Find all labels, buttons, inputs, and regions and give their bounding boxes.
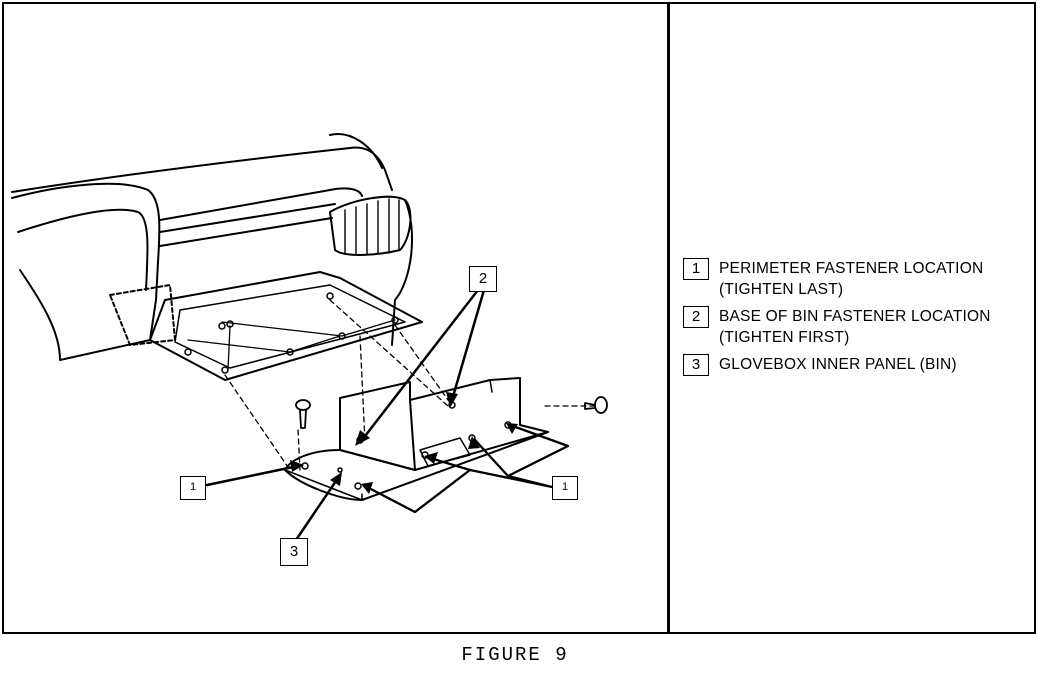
arrow-c1-right-a bbox=[424, 452, 438, 464]
dash-top-outline bbox=[11, 146, 393, 193]
glovebox-illustration bbox=[11, 133, 608, 542]
figure-caption: FIGURE 9 bbox=[461, 644, 569, 666]
legend-sub-2: (TIGHTEN FIRST) bbox=[719, 329, 850, 346]
screw-left bbox=[295, 399, 311, 429]
dash-left-inner bbox=[17, 208, 149, 291]
legend-label-3: GLOVEBOX INNER PANEL (BIN) bbox=[719, 354, 957, 376]
legend: 1 PERIMETER FASTENER LOCATION (TIGHTEN L… bbox=[683, 258, 1033, 382]
legend-item-1: 1 PERIMETER FASTENER LOCATION (TIGHTEN L… bbox=[683, 258, 1033, 300]
bin-floor bbox=[284, 431, 549, 501]
legend-label-1: PERIMETER FASTENER LOCATION (TIGHTEN LAS… bbox=[719, 258, 983, 300]
leader-c1-right bbox=[363, 423, 570, 514]
leader-c2-right bbox=[450, 288, 486, 402]
legend-text-1: PERIMETER FASTENER LOCATION bbox=[719, 260, 984, 277]
legend-sub-1: (TIGHTEN LAST) bbox=[719, 281, 844, 298]
callout-1-left: 1 bbox=[180, 476, 206, 500]
legend-num-2: 2 bbox=[683, 306, 709, 328]
leader-c2-left bbox=[360, 288, 480, 442]
legend-num-1: 1 bbox=[683, 258, 709, 280]
callout-3: 3 bbox=[280, 538, 308, 566]
bin-left-wall bbox=[339, 397, 416, 471]
arrow-c3 bbox=[330, 472, 342, 486]
speaker-grille-slats bbox=[344, 198, 400, 255]
dash-top-edge bbox=[329, 133, 383, 169]
legend-label-2: BASE OF BIN FASTENER LOCATION (TIGHTEN F… bbox=[719, 306, 991, 348]
opening-cross-lines bbox=[187, 319, 396, 371]
bin-floor-front bbox=[284, 469, 363, 501]
glovebox-opening-inner bbox=[174, 284, 406, 369]
panel-divider bbox=[667, 2, 670, 634]
dash-lower-edge bbox=[19, 269, 151, 361]
callout-2: 2 bbox=[469, 266, 497, 292]
leader-c3 bbox=[294, 476, 340, 542]
dash-left-end bbox=[11, 182, 161, 341]
bin-inner-edges bbox=[409, 377, 521, 471]
opening-screw-holes bbox=[184, 292, 399, 374]
arrow-c1-left bbox=[290, 460, 304, 472]
legend-item-3: 3 GLOVEBOX INNER PANEL (BIN) bbox=[683, 354, 1033, 376]
bin-tab bbox=[419, 437, 471, 467]
legend-text-3: GLOVEBOX INNER PANEL (BIN) bbox=[719, 356, 957, 373]
dash-left-cut bbox=[109, 284, 176, 346]
legend-item-2: 2 BASE OF BIN FASTENER LOCATION (TIGHTEN… bbox=[683, 306, 1033, 348]
speaker-grille-outline bbox=[329, 195, 412, 256]
legend-num-3: 3 bbox=[683, 354, 709, 376]
figure-frame bbox=[2, 2, 1036, 634]
dash-horizontal-lines bbox=[159, 203, 336, 247]
callout-1-right: 1 bbox=[552, 476, 578, 500]
glovebox-opening bbox=[149, 271, 423, 381]
arrow-c2-left bbox=[355, 430, 370, 446]
dash-right-curve bbox=[391, 199, 414, 346]
arrow-c2-right bbox=[446, 392, 458, 408]
arrow-c1-right-d bbox=[506, 423, 518, 434]
arrow-c1-right-c bbox=[361, 482, 373, 494]
arrow-c1-right-b bbox=[468, 436, 480, 449]
screw-right bbox=[584, 396, 608, 414]
dash-upper-line bbox=[159, 187, 363, 221]
leader-c1-left bbox=[205, 464, 300, 487]
legend-text-2: BASE OF BIN FASTENER LOCATION bbox=[719, 308, 991, 325]
